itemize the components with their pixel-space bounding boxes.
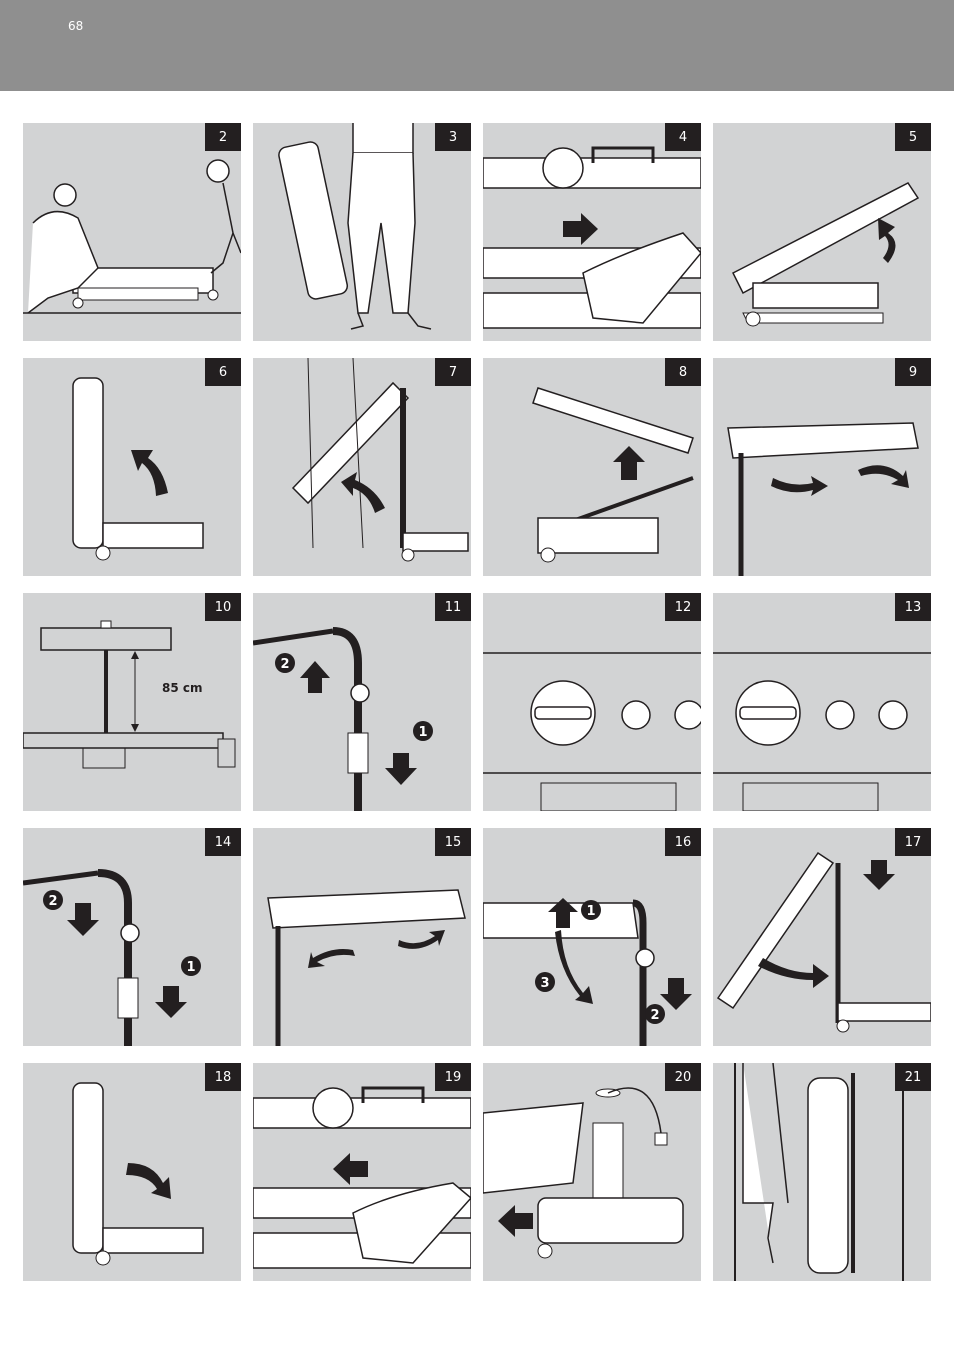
step-panel-2: 2 [23, 123, 241, 341]
step-number-badge: 5 [895, 123, 931, 151]
step-panel-9: 9 [713, 358, 931, 576]
illustration-person-carrying-folded-appliance [278, 123, 432, 330]
illustration-unfolding-lamp-unit [731, 182, 920, 327]
step-number-badge: 11 [435, 593, 471, 621]
illustration-storing-under-bed [483, 1087, 684, 1259]
step-number-badge: 13 [895, 593, 931, 621]
callout-number-one: 1 [586, 904, 595, 919]
step-number-badge: 10 [205, 593, 241, 621]
illustration-tilting-lamp-on-stand [291, 358, 469, 562]
step-number-badge: 8 [665, 358, 701, 386]
illustration-upright-appliance-tilt [72, 377, 204, 561]
step-panel-18: 18 [23, 1063, 241, 1281]
step-panel-3: 3 [253, 123, 471, 341]
step-number-badge: 18 [205, 1063, 241, 1091]
callout-number-two: 2 [650, 1008, 659, 1023]
step-number-badge: 15 [435, 828, 471, 856]
illustration-raising-lamp-arm [532, 387, 694, 563]
step-panel-16: 1 3 2 16 [483, 828, 701, 1046]
step-number-badge: 3 [435, 123, 471, 151]
step-number-badge: 14 [205, 828, 241, 856]
step-panel-6: 6 [23, 358, 241, 576]
step-number-badge: 19 [435, 1063, 471, 1091]
step-number-badge: 20 [665, 1063, 701, 1091]
step-panel-21: 21 [713, 1063, 931, 1281]
step-panel-20: 20 [483, 1063, 701, 1281]
callout-number-three: 3 [540, 976, 549, 991]
step-panel-8: 8 [483, 358, 701, 576]
callout-number-two: 2 [48, 894, 57, 909]
step-number-badge: 2 [205, 123, 241, 151]
step-panel-15: 15 [253, 828, 471, 1046]
illustration-upright-appliance-fold-down [72, 1082, 204, 1266]
step-panel-17: 17 [713, 828, 931, 1046]
illustration-stored-upright-in-closet [734, 1063, 904, 1281]
illustration-lowering-column: 21 [23, 869, 201, 1046]
page-header-bar: 68 [0, 0, 954, 91]
illustration-control-knobs [483, 652, 701, 811]
illustration-folding-sequence: 1 3 2 [483, 898, 692, 1046]
callout-number-one: 1 [186, 960, 195, 975]
illustration-folding-lamp-down [716, 851, 931, 1033]
step-panel-4: 4 [483, 123, 701, 341]
step-number-badge: 16 [665, 828, 701, 856]
illustration-height-measurement [23, 620, 236, 769]
page-number: 68 [68, 19, 84, 33]
illustration-lock-slide-closeup-reverse [253, 1086, 471, 1269]
step-number-badge: 6 [205, 358, 241, 386]
illustration-rotating-lamp-head [727, 422, 919, 576]
step-number-badge: 12 [665, 593, 701, 621]
step-number-badge: 17 [895, 828, 931, 856]
step-number-badge: 7 [435, 358, 471, 386]
step-panel-7: 7 [253, 358, 471, 576]
illustration-lock-slide-closeup [483, 146, 701, 329]
step-panel-13: 13 [713, 593, 931, 811]
step-panel-10: 85 cm 10 [23, 593, 241, 811]
callout-number-one: 1 [418, 725, 427, 740]
step-number-badge: 4 [665, 123, 701, 151]
callout-number-two: 2 [280, 657, 289, 672]
illustration-control-knobs-set [713, 652, 931, 811]
step-panel-19: 19 [253, 1063, 471, 1281]
step-number-badge: 9 [895, 358, 931, 386]
illustration-rotating-lamp-back [267, 889, 466, 1046]
step-panel-5: 5 [713, 123, 931, 341]
height-measurement-label: 85 cm [162, 681, 203, 695]
illustration-adjusting-column-height: 21 [253, 627, 433, 811]
illustration-two-people-lifting-appliance [23, 159, 241, 314]
step-panel-12: 12 [483, 593, 701, 811]
step-number-badge: 21 [895, 1063, 931, 1091]
